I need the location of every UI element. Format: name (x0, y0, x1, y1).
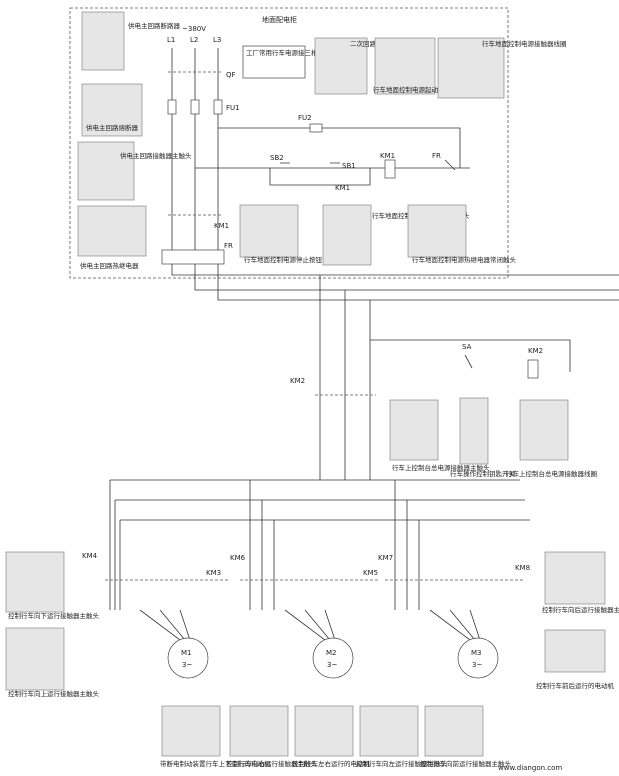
km2-coil-label: KM2 (528, 347, 543, 355)
down-contactor-photo (5, 551, 65, 613)
main-fuse-caption: 供电主回路熔断器 (86, 123, 139, 132)
thermal-relay-photo (77, 205, 147, 257)
back-contactor-caption: 控制行车向后运行接触器主触头 (542, 605, 619, 614)
motor-bus (105, 479, 530, 641)
front-contactor-caption: 控制行车向前运行接触器主触头 (420, 759, 512, 768)
brake-motor-photo (161, 705, 221, 757)
km1-nc-label: KM1 (335, 184, 350, 192)
cabinet-boundary (69, 7, 509, 279)
motor-m3 (457, 637, 499, 679)
control-circuit (195, 123, 470, 186)
m3-label: M3 (471, 649, 482, 657)
km3-label: KM3 (206, 569, 221, 577)
ground-coil-caption: 行车地面控制电源接触器线圈 (482, 39, 567, 48)
upper-coil-photo (519, 399, 569, 461)
ground-relay-photo (407, 204, 467, 258)
lr-motor-caption: 控制行车左右运行的电动机 (292, 759, 371, 768)
voltage-label: ~380V (182, 25, 206, 33)
secondary-breaker-photo (314, 37, 368, 95)
fr-main-label: FR (224, 242, 233, 250)
watermark: www.diangon.com (498, 764, 562, 772)
m2-type: 3~ (327, 661, 337, 669)
cabinet-title: 地面配电柜 (262, 15, 297, 24)
m2-label: M2 (326, 649, 337, 657)
secondary-breaker-caption: 二次回路断路器 (350, 39, 396, 48)
main-breaker-caption: 供电主回路断路器 (128, 21, 181, 30)
thermal-relay-caption: 供电主回路热继电器 (80, 261, 139, 270)
brake-motor-caption: 带断电制动装置行车上下运行的电动机 (160, 759, 271, 768)
km5-label: KM5 (363, 569, 378, 577)
qf-label: QF (226, 71, 236, 79)
fr-control-label: FR (432, 152, 441, 160)
power-note-caption: 工厂常用行车电源接三相380V交流电 (246, 48, 354, 57)
fb-motor-caption: 控制行车前后运行的电动机 (536, 681, 615, 690)
ground-relay-caption: 行车地面控制电源热继电器常闭触头 (412, 255, 517, 264)
upper-control-section (315, 310, 571, 480)
stop-button-photo (239, 204, 299, 258)
upper-contact-caption: 行车上控制台总电源接触器主触头 (392, 463, 490, 472)
phase-l2: L2 (190, 36, 198, 44)
m1-type: 3~ (182, 661, 192, 669)
fu2-label: FU2 (298, 114, 312, 122)
key-switch-caption: 行车操作控制钥匙开关 (450, 469, 516, 478)
fb-motor-photo (544, 629, 606, 673)
right-contactor-caption: 控制行车向右运行接触器主触头 (226, 759, 318, 768)
m1-label: M1 (181, 649, 192, 657)
fu1-label: FU1 (226, 104, 240, 112)
upper-coil-caption: 行车上控制台总电源接触器线圈 (506, 469, 597, 478)
down-contactor-caption: 控制行车向下运行接触器主触头 (8, 611, 100, 620)
km6-label: KM6 (230, 554, 246, 562)
km1-nc-photo (322, 204, 372, 266)
sb1-label: SB1 (342, 162, 356, 170)
km7-label: KM7 (378, 554, 393, 562)
left-contactor-photo (359, 705, 419, 757)
stop-button-caption: 行车地面控制电源停止按钮 (244, 255, 323, 264)
left-contactor-caption: 控制行车向左运行接触器主触头 (356, 759, 448, 768)
contactor-photo (77, 141, 135, 201)
start-button-caption: 行车地面控制电源起动按钮 (373, 85, 452, 94)
ground-coil-photo (437, 37, 505, 99)
main-contactor-caption: 供电主回路接触器主触头 (120, 151, 192, 160)
start-button-photo (374, 37, 436, 95)
km8-label: KM8 (515, 564, 530, 572)
power-note-box (242, 45, 306, 79)
up-contactor-caption: 控制行车向上运行接触器主触头 (8, 689, 100, 698)
sa-label: SA (462, 343, 472, 351)
phase-l1: L1 (167, 36, 175, 44)
right-contactor-photo (229, 705, 289, 757)
lr-motor-photo (294, 705, 354, 757)
front-contactor-photo (424, 705, 484, 757)
km4-label: KM4 (82, 552, 98, 560)
km2-label: KM2 (290, 377, 305, 385)
key-switch-photo (459, 397, 489, 465)
km1-coil-label: KM1 (380, 152, 395, 160)
main-three-phase-lines (161, 48, 225, 265)
km1-main-label: KM1 (214, 222, 229, 230)
outgoing-bus (171, 264, 619, 310)
motor-m2 (312, 637, 354, 679)
fuse-photo (81, 83, 143, 137)
breaker-photo (81, 11, 125, 71)
m3-type: 3~ (472, 661, 482, 669)
up-contactor-photo (5, 627, 65, 691)
motor-m1 (167, 637, 209, 679)
back-contactor-photo (544, 551, 606, 605)
upper-contact-photo (389, 399, 439, 461)
phase-l3: L3 (213, 36, 221, 44)
sb2-label: SB2 (270, 154, 284, 162)
